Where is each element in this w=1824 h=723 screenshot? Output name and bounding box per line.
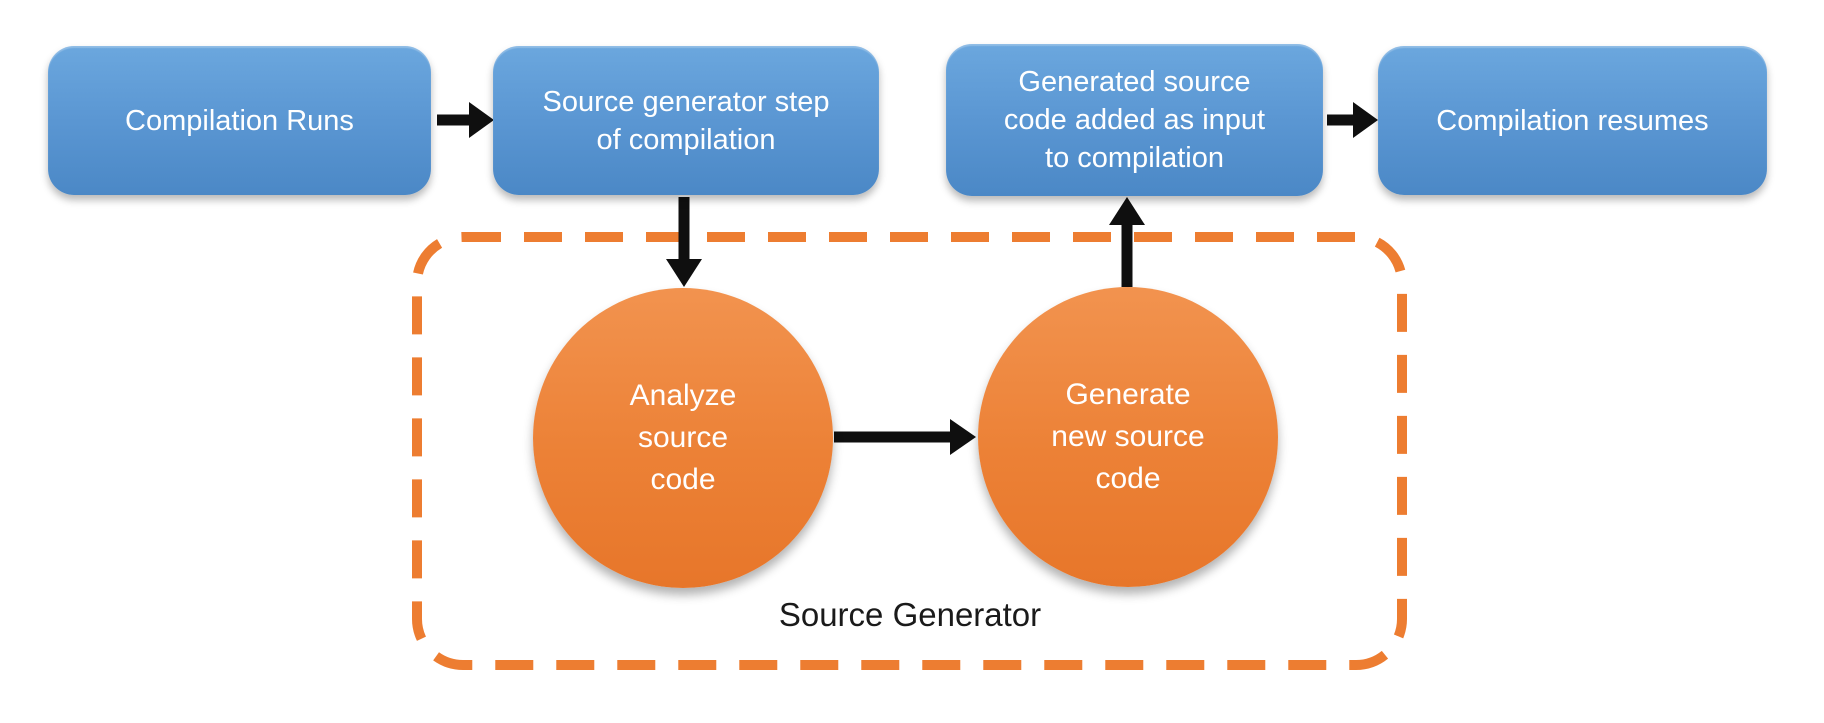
arrow-head-right-icon [950,419,976,455]
arrow-head-right-icon [1353,102,1378,138]
source-generator-group-label: Source Generator [778,596,1042,633]
circle-label: Analyze source code [629,379,737,496]
flow-box-label: Source generator step of compilation [542,85,830,156]
arrow-box1-to-box2 [437,102,494,138]
flow-box-label: Compilation Runs [125,104,354,137]
arrow-head-right-icon [469,102,494,138]
flow-box-generated-source-added: Generated source code added as input to … [946,44,1323,196]
flow-box-source-generator-step: Source generator step of compilation [493,46,879,195]
circle-generate-new-source-code: Generate new source code [978,287,1278,587]
flow-box-compilation-resumes: Compilation resumes [1378,46,1767,195]
flow-box-label: Compilation resumes [1436,104,1709,137]
circle-analyze-source-code: Analyze source code [533,288,833,588]
arrow-box3-to-box4 [1327,102,1378,138]
arrow-head-down-icon [666,259,702,287]
circle-label: Generate new source code [1051,378,1205,495]
flow-box-label: Generated source code added as input to … [1003,66,1266,174]
flow-box-compilation-runs: Compilation Runs [48,46,431,195]
arrow-circle2-to-box3 [1109,197,1145,287]
arrow-box2-to-circle1 [666,197,702,287]
arrow-circle1-to-circle2 [834,419,976,455]
arrow-head-up-icon [1109,197,1145,225]
